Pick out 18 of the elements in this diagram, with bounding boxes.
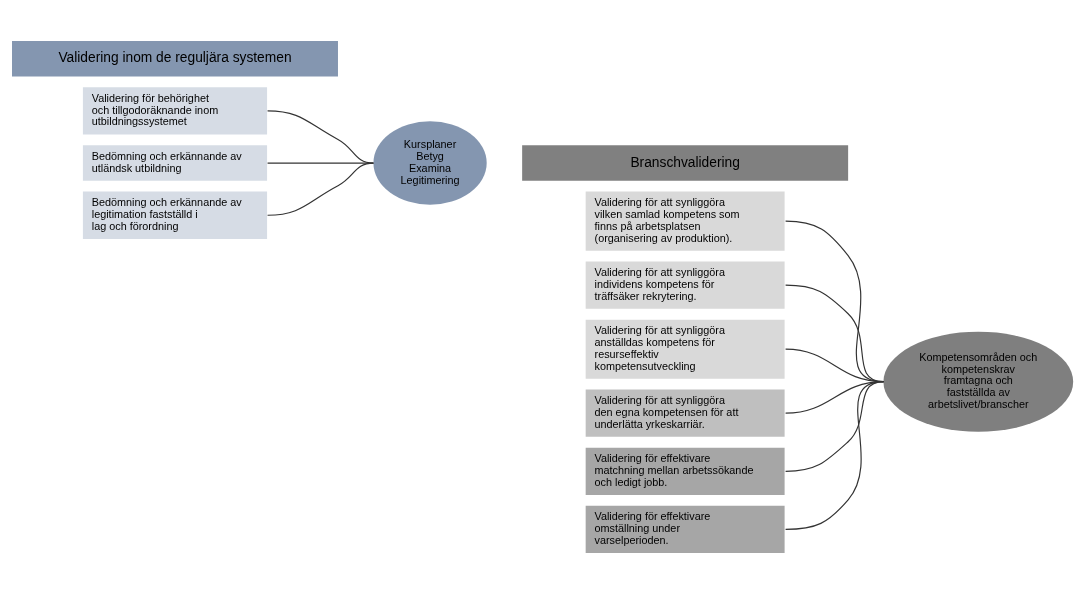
node-box: Validering för behörighet och tillgodoräknande inom utbildningssystemet [82,87,268,135]
node-box: Validering för att synliggöra den egna kompetensen för att underlätta yrkeskarriär. [585,389,785,437]
connector [266,162,375,216]
node-box: Validering för effektivare matchning mellan arbetssökande och ledigt jobb. [585,447,785,495]
node-ellipse: Kursplaner Betyg Examina Legitimering [373,121,487,205]
node-box: Validering för effektivare omställning under varselperioden. [585,505,785,554]
node-box: Validering för att synliggöra individens kompetens för träffsäker rekrytering. [585,261,785,309]
node-box: Validering inom de reguljära systemen [12,40,338,77]
connector [266,110,375,164]
node-box: Validering för att synliggöra anställdas kompetens för resurseffektiv kompetensutveckling [585,319,785,379]
connector [266,162,375,164]
node-box: Validering för att synliggöra vilken samlad kompetens som finns på arbetsplatsen (organisering av produktion). [585,191,785,251]
connector [785,381,885,530]
node-box: Bedömning och erkännande av legitimation fastställd i lag och förordning [82,191,268,239]
node-box: Branschvalidering [522,145,849,181]
node-box: Bedömning och erkännande av utländsk utbildning [82,145,268,181]
node-ellipse: Kompetensområden och kompetenskrav framtagna och fastställda av arbetslivet/branscher [883,331,1074,432]
connector [785,381,885,472]
